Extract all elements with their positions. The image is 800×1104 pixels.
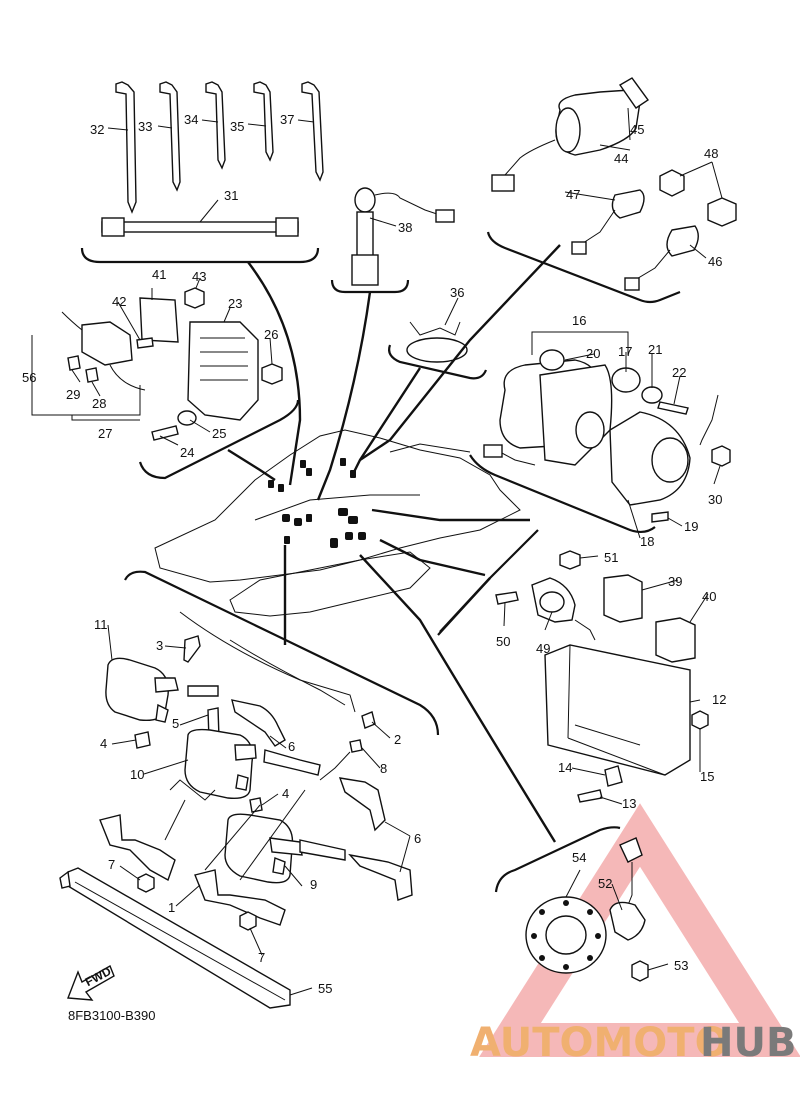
callout-19: 19	[684, 519, 698, 534]
callout-labels: 32 33 34 35 37 31 38 45 44 48 47 46 36 1…	[22, 112, 726, 996]
ignition-group	[59, 570, 440, 1009]
switch-group	[486, 77, 737, 304]
callout-6a: 6	[288, 739, 295, 754]
cable-ties-group	[80, 81, 324, 264]
callout-9: 9	[310, 877, 317, 892]
callout-11: 11	[94, 617, 108, 632]
callout-23: 23	[228, 296, 242, 311]
callout-54: 54	[572, 850, 586, 865]
leader-lines	[71, 107, 723, 996]
callout-37: 37	[280, 112, 294, 127]
callout-34: 34	[184, 112, 198, 127]
callout-5: 5	[172, 716, 179, 731]
connection-lines	[227, 244, 561, 843]
callout-1: 1	[168, 900, 175, 915]
regulator-group	[31, 287, 300, 480]
callout-24: 24	[180, 445, 194, 460]
callout-7a: 7	[108, 857, 115, 872]
trigger-group	[494, 826, 649, 982]
callout-21: 21	[648, 342, 662, 357]
callout-33: 33	[138, 119, 152, 134]
band-31	[101, 217, 299, 237]
callout-40: 40	[702, 589, 716, 604]
callout-6b: 6	[414, 831, 421, 846]
callout-44: 44	[614, 151, 628, 166]
callout-53: 53	[674, 958, 688, 973]
callout-17: 17	[618, 344, 632, 359]
callout-36: 36	[450, 285, 464, 300]
callout-27: 27	[98, 426, 112, 441]
callout-4a: 4	[100, 736, 107, 751]
watermark-text-automoto: AUTOMOTO	[470, 1020, 729, 1066]
callout-28: 28	[92, 396, 106, 411]
callout-43: 43	[192, 269, 206, 284]
callout-32: 32	[90, 122, 104, 137]
callout-3: 3	[156, 638, 163, 653]
callout-45: 45	[630, 122, 644, 137]
callout-51: 51	[604, 550, 618, 565]
callout-14: 14	[558, 760, 572, 775]
callout-15: 15	[700, 769, 714, 784]
ecu-group	[437, 529, 709, 803]
callout-20: 20	[586, 346, 600, 361]
watermark: AUTOMOTO HUB	[470, 803, 800, 1066]
callout-8: 8	[380, 761, 387, 776]
callout-16: 16	[572, 313, 586, 328]
callout-35: 35	[230, 119, 244, 134]
part-code: 8FB3100-B390	[68, 1008, 155, 1023]
sensor-group	[330, 187, 455, 294]
starter-group	[469, 331, 731, 534]
callout-52: 52	[598, 876, 612, 891]
callout-47: 47	[566, 187, 580, 202]
loop-group	[388, 321, 488, 380]
callout-25: 25	[212, 426, 226, 441]
callout-39: 39	[668, 574, 682, 589]
vehicle-outline	[154, 429, 521, 617]
callout-18: 18	[640, 534, 654, 549]
fwd-arrow: FWD	[67, 964, 115, 1001]
callout-31: 31	[224, 188, 238, 203]
callout-12: 12	[712, 692, 726, 707]
callout-29: 29	[66, 387, 80, 402]
callout-2: 2	[394, 732, 401, 747]
callout-42: 42	[112, 294, 126, 309]
callout-7b: 7	[258, 950, 265, 965]
callout-56: 56	[22, 370, 36, 385]
watermark-text-hub: HUB	[700, 1020, 796, 1066]
callout-30: 30	[708, 492, 722, 507]
callout-4b: 4	[282, 786, 289, 801]
callout-10: 10	[130, 767, 144, 782]
callout-41: 41	[152, 267, 166, 282]
callout-26: 26	[264, 327, 278, 342]
callout-50: 50	[496, 634, 510, 649]
callout-55: 55	[318, 981, 332, 996]
callout-48: 48	[704, 146, 718, 161]
callout-13: 13	[622, 796, 636, 811]
callout-22: 22	[672, 365, 686, 380]
callout-38: 38	[398, 220, 412, 235]
callout-49: 49	[536, 641, 550, 656]
callout-46: 46	[708, 254, 722, 269]
